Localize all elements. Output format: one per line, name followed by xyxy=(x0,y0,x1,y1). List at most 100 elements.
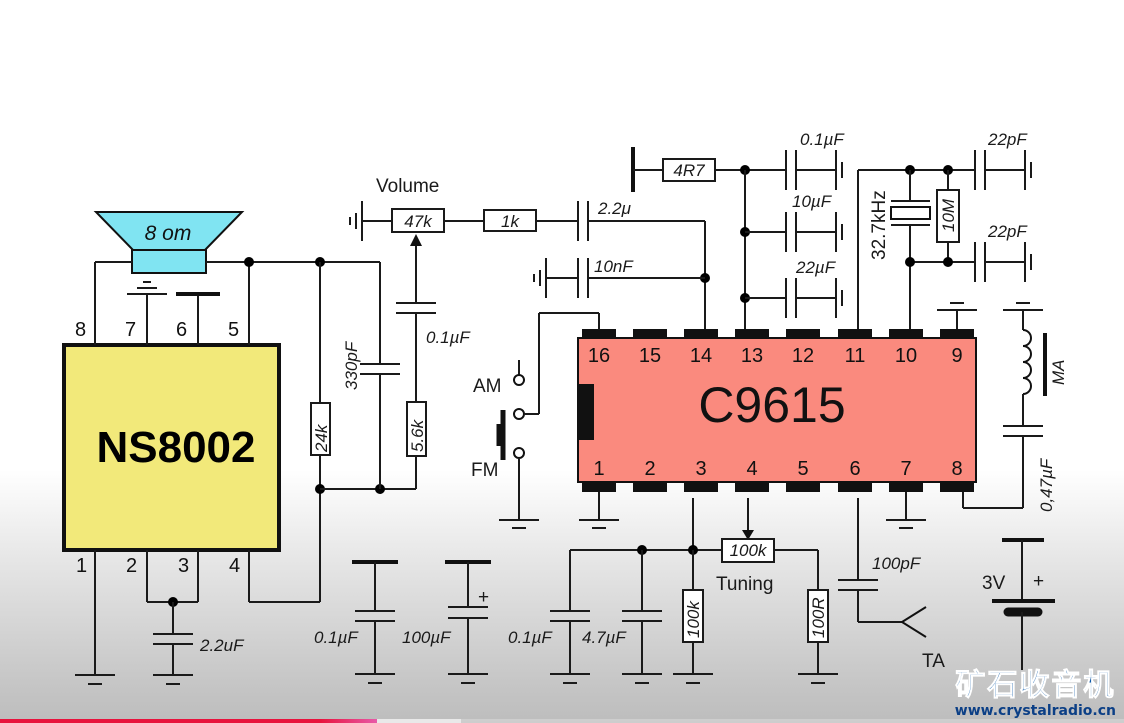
ic-pin-pad xyxy=(684,329,718,339)
volume-pot-label: 47k xyxy=(404,212,433,231)
speaker-icon: 8 om xyxy=(93,211,245,274)
ground-icon xyxy=(349,201,363,241)
antenna-label: TA xyxy=(922,651,945,672)
c9615-ic-body xyxy=(577,337,977,483)
am-fm-switch[interactable]: AM FM xyxy=(471,312,600,529)
ground-icon xyxy=(153,674,193,685)
speaker-label: 8 om xyxy=(145,222,192,245)
c9615-ic-label: C9615 xyxy=(698,377,845,433)
feedback-network: 24k 330pF 5.6k 0.1µF xyxy=(310,234,471,602)
tuning-pot-label: 100k xyxy=(730,541,768,560)
ground-icon xyxy=(127,281,167,295)
ns8002-pin-3: 3 xyxy=(178,555,189,577)
ns8002-ic-label: NS8002 xyxy=(96,423,255,472)
power-cap-100-label: 100µF xyxy=(402,628,452,647)
tuning-cap-01-label: 0.1µF xyxy=(508,628,553,647)
c9615-pin-5: 5 xyxy=(797,458,808,480)
watermark-title: 矿石收音机 xyxy=(955,668,1116,703)
video-progress-bar[interactable] xyxy=(0,719,1124,723)
switch-am-label: AM xyxy=(473,376,502,397)
ns8002-pin-6: 6 xyxy=(176,319,187,341)
ic-pin-pad xyxy=(786,482,820,492)
watermark: 矿石收音机 www.crystalradio.cn xyxy=(954,668,1116,719)
video-played-bar xyxy=(0,719,377,723)
ic-pin-pad xyxy=(582,329,616,339)
ns8002-pin-8: 8 xyxy=(75,319,86,341)
ns8002-amplifier: NS8002 8 7 6 5 1 2 3 4 xyxy=(62,262,320,685)
volume-title: Volume xyxy=(376,176,439,197)
crystal-freq-label: 32.7kHz xyxy=(869,190,890,260)
resistor-1k-label: 1k xyxy=(501,212,520,231)
ns8002-pin-1: 1 xyxy=(76,555,87,577)
resistor-4r7-label: 4R7 xyxy=(673,161,705,180)
decoupling-cap-2-label: 22µF xyxy=(795,258,837,277)
ground-icon xyxy=(533,258,547,298)
ns8002-pin-5: 5 xyxy=(228,319,239,341)
ic-notch xyxy=(578,384,594,440)
power-cap-01-label: 0.1µF xyxy=(314,628,359,647)
ns8002-ic-body xyxy=(62,343,281,552)
crystal-oscillator: 32.7kHz 10M xyxy=(857,165,975,330)
c9615-pin-10: 10 xyxy=(895,345,917,367)
resistor-100k-label: 100k xyxy=(684,600,703,638)
ic-pin-pad xyxy=(940,329,974,339)
ic-pin-pad xyxy=(735,482,769,492)
crystal-load-cap-1-label: 22pF xyxy=(987,222,1028,241)
tuning-section: 100k Tuning 100R 100k 4.7µF 0.1µF xyxy=(508,498,838,684)
c9615-pin-12: 12 xyxy=(792,345,814,367)
c9615-pin-14: 14 xyxy=(690,345,712,367)
ic-pin-pad xyxy=(633,329,667,339)
polarity-plus: + xyxy=(478,587,489,608)
ground-icon xyxy=(75,674,115,685)
ic-pin-pad xyxy=(684,482,718,492)
c9615-pin-4: 4 xyxy=(746,458,757,480)
coil-cap-label: 0,47µF xyxy=(1037,457,1056,512)
resistor-24k-label: 24k xyxy=(312,423,331,453)
volume-section: Volume 47k 1k 2.2μ 10nF xyxy=(349,176,710,330)
watermark-url: www.crystalradio.cn xyxy=(954,703,1116,719)
battery-voltage-label: 3V xyxy=(982,573,1006,594)
coil-label: MA xyxy=(1049,360,1068,386)
c9615-pin-11: 11 xyxy=(845,345,866,367)
resistor-100r-label: 100R xyxy=(809,597,828,638)
resistor-5-6k-label: 5.6k xyxy=(408,418,427,452)
resistor-10m-label: 10M xyxy=(939,198,958,232)
c9615-pin-6: 6 xyxy=(849,458,860,480)
ns8002-pin-7: 7 xyxy=(125,319,136,341)
c9615-pin-8: 8 xyxy=(951,458,962,480)
ic-pin-pad xyxy=(582,482,616,492)
input-cap-label: 0.1µF xyxy=(426,328,471,347)
coupling-cap-label: 2.2μ xyxy=(597,199,632,218)
power-caps: 0.1µF + 100µF xyxy=(314,560,491,684)
c9615-pin-13: 13 xyxy=(741,345,763,367)
c9615-pin-9: 9 xyxy=(951,345,962,367)
ns8002-pin-4: 4 xyxy=(229,555,240,577)
ic-pin-pad xyxy=(735,329,769,339)
ic-pin-pad xyxy=(838,482,872,492)
switch-fm-label: FM xyxy=(471,460,498,481)
c9615-pin-15: 15 xyxy=(639,345,661,367)
c9615-pin-16: 16 xyxy=(588,345,610,367)
tuning-title: Tuning xyxy=(716,574,773,595)
ic-pin-pad xyxy=(940,482,974,492)
antenna-icon xyxy=(900,606,927,638)
crystal-load-cap-0-label: 22pF xyxy=(987,130,1028,149)
supply-decoupling: 4R7 xyxy=(631,147,786,330)
fm-antenna: 100pF TA xyxy=(838,498,945,672)
filter-cap-label: 10nF xyxy=(594,257,634,276)
ic-pin-pad xyxy=(838,329,872,339)
wiper-arrow-icon xyxy=(410,234,422,246)
c9615-pin-2: 2 xyxy=(644,458,655,480)
battery-icon: 3V + xyxy=(982,538,1055,670)
c9615-pin-1: 1 xyxy=(593,458,604,480)
antenna-coil: MA 0,47µF xyxy=(962,302,1068,512)
wiper-arrow-icon xyxy=(742,530,754,540)
ic-pin-pad xyxy=(889,329,923,339)
ns8002-pin-2: 2 xyxy=(126,555,137,577)
c9615-pin-7: 7 xyxy=(900,458,911,480)
bypass-cap-label: 2.2uF xyxy=(199,636,245,655)
ic-pin-pad xyxy=(786,329,820,339)
ic-pin-pad xyxy=(889,482,923,492)
